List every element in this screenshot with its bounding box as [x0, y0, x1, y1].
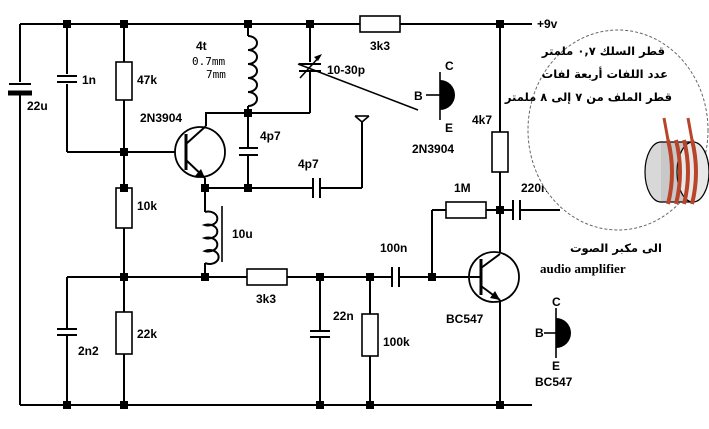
pinout-bottom-b: B: [535, 326, 544, 340]
transistor-q1-label: 2N3904: [140, 111, 182, 125]
trimmer-capacitor: [248, 24, 322, 114]
resistor-3k3-top: [359, 15, 401, 33]
tank-coil: [247, 24, 258, 148]
capacitor-4p7-feedback-label: 4p7: [260, 129, 281, 143]
capacitor-100n-label: 100n: [380, 241, 407, 255]
resistor-10k-label: 10k: [137, 199, 157, 213]
coil-callout-line: [297, 63, 419, 111]
choke-10u-label: 10u: [232, 227, 253, 241]
resistor-3k3-bottom: [205, 268, 391, 286]
resistor-47k-label: 47k: [137, 73, 157, 87]
transistor-q1: [174, 112, 248, 196]
transistor-q2-label: BC547: [446, 312, 484, 326]
coil-diameter-label: 7mm: [206, 68, 226, 81]
resistor-47k: [115, 24, 133, 188]
coil-note-line3: قطر الملف من ٧ إلى ٨ ملمتر: [504, 90, 672, 104]
capacitor-22u: [8, 24, 32, 405]
pinout-bottom-part: BC547: [535, 375, 573, 389]
resistor-10k: [115, 187, 133, 312]
pinout-bottom-e: E: [552, 359, 560, 373]
capacitor-22n: [310, 277, 330, 405]
pinout-top-c: C: [445, 59, 454, 73]
choke-10u: [201, 196, 223, 277]
pinout-top-e: E: [445, 121, 453, 135]
antenna-icon: [354, 115, 370, 123]
capacitor-1n-label: 1n: [82, 73, 96, 87]
capacitor-22n-label: 22n: [333, 309, 354, 323]
supply-label: +9v: [537, 17, 558, 31]
pinout-top-part: 2N3904: [412, 142, 454, 156]
capacitor-220n-label: 220n: [521, 181, 548, 195]
junction-dots: [63, 20, 504, 409]
resistor-1m-label: 1M: [454, 181, 471, 195]
resistor-100k: [361, 277, 379, 405]
pinout-top-b: B: [414, 89, 423, 103]
resistor-3k3-top-label: 3k3: [370, 39, 390, 53]
resistor-4k7-label: 4k7: [472, 113, 492, 127]
coil-illustration-icon: [644, 117, 709, 205]
resistor-100k-label: 100k: [383, 335, 410, 349]
pinout-bottom-c: C: [552, 295, 561, 309]
capacitor-4p7-feedback: [239, 147, 258, 188]
resistor-3k3-bottom-label: 3k3: [256, 292, 276, 306]
resistor-22k-label: 22k: [137, 327, 157, 341]
capacitor-4p7-antenna: [205, 122, 363, 198]
resistor-22k: [115, 311, 133, 405]
capacitor-220n: [500, 200, 560, 220]
capacitor-22u-label: 22u: [27, 99, 48, 113]
coil-note-line1: قطر السلك ٠,٧ ملمتر: [541, 44, 665, 58]
amp-label-arabic: الى مكبر الصوت: [570, 241, 662, 256]
coil-wire-label: 0.7mm: [192, 55, 225, 68]
pinout-2n3904: [426, 72, 455, 120]
coil-turns-label: 4t: [196, 39, 207, 53]
resistor-4k7: [491, 24, 509, 256]
resistor-1m: [431, 201, 512, 277]
coil-note-line2: عدد اللفات أربعة لفات: [542, 66, 668, 81]
transistor-q2: [468, 251, 520, 405]
capacitor-4p7-antenna-label: 4p7: [298, 157, 319, 171]
capacitor-2n2-label: 2n2: [78, 344, 99, 358]
pinout-bc547: [544, 308, 571, 358]
amp-label-english: audio amplifier: [540, 261, 626, 276]
capacitor-2n2: [57, 276, 205, 405]
trimmer-label: 10-30p: [327, 63, 365, 77]
